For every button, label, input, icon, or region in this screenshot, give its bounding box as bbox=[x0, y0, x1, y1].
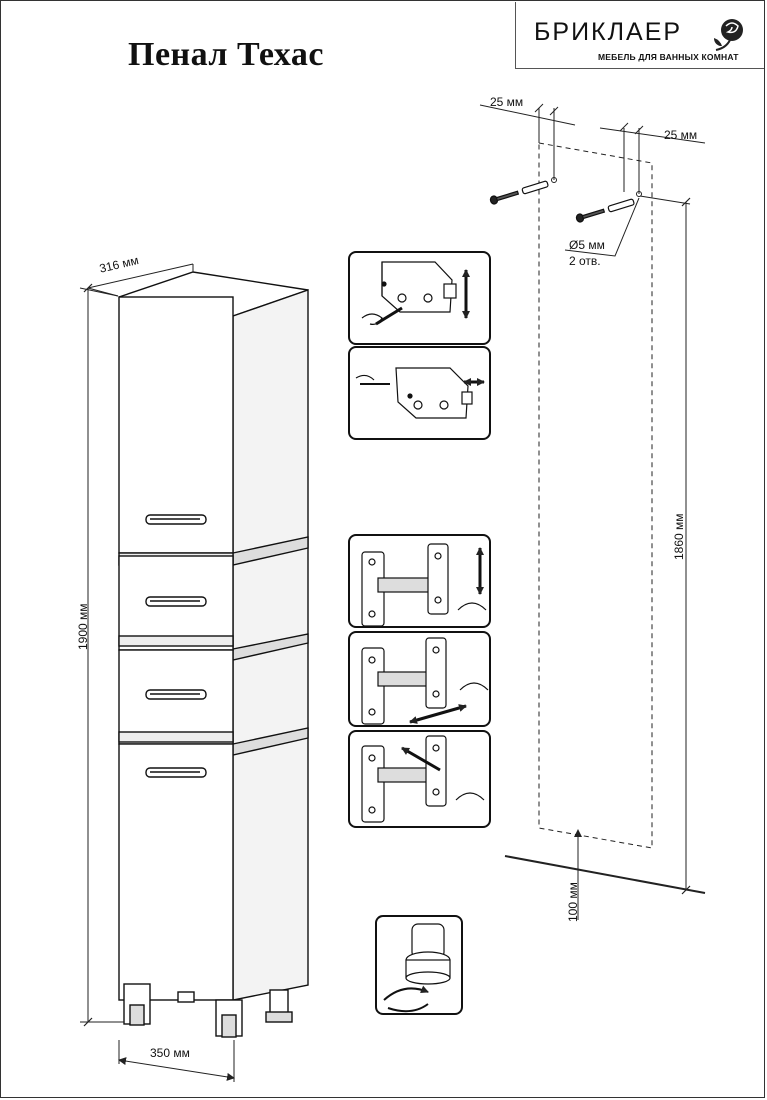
adjustable-foot-icon bbox=[383, 923, 451, 1013]
screw-icon bbox=[489, 180, 635, 223]
handle-icon bbox=[145, 514, 207, 778]
floor-line bbox=[504, 855, 706, 894]
cabinet-dimensions bbox=[79, 263, 235, 1082]
edge-offset-left-label: 25 мм bbox=[490, 95, 524, 109]
upper-door bbox=[118, 296, 234, 554]
width-label: 350 мм bbox=[150, 1046, 190, 1060]
page-title: Пенал Техас bbox=[128, 36, 324, 73]
wall-hanger-icon bbox=[361, 261, 470, 326]
wall-hanger-icon bbox=[355, 367, 485, 419]
hole-diameter-label: Ø5 мм bbox=[569, 238, 605, 252]
rose-icon bbox=[714, 19, 743, 51]
brand-tagline: МЕБЕЛЬ ДЛЯ ВАННЫХ КОМНАТ bbox=[598, 52, 739, 62]
floor-gap-label: 100 мм bbox=[566, 882, 580, 922]
leg-icon bbox=[123, 983, 293, 1038]
height-label: 1900 мм bbox=[76, 603, 90, 650]
brand-name: БРИКЛАЕР bbox=[534, 18, 683, 46]
lower-door bbox=[118, 743, 234, 1001]
wall-mount bbox=[479, 103, 706, 920]
cabinet bbox=[118, 271, 309, 1038]
mount-height-label: 1860 мм bbox=[672, 513, 686, 560]
hole-count-label: 2 отв. bbox=[569, 254, 601, 268]
edge-offset-right-label: 25 мм bbox=[664, 128, 698, 142]
hinge-icon bbox=[361, 543, 489, 823]
brand-logo: БРИКЛАЕР МЕБЕЛЬ ДЛЯ ВАННЫХ КОМНАТ bbox=[515, 2, 764, 69]
cabinet-outline-dashed bbox=[538, 142, 653, 849]
